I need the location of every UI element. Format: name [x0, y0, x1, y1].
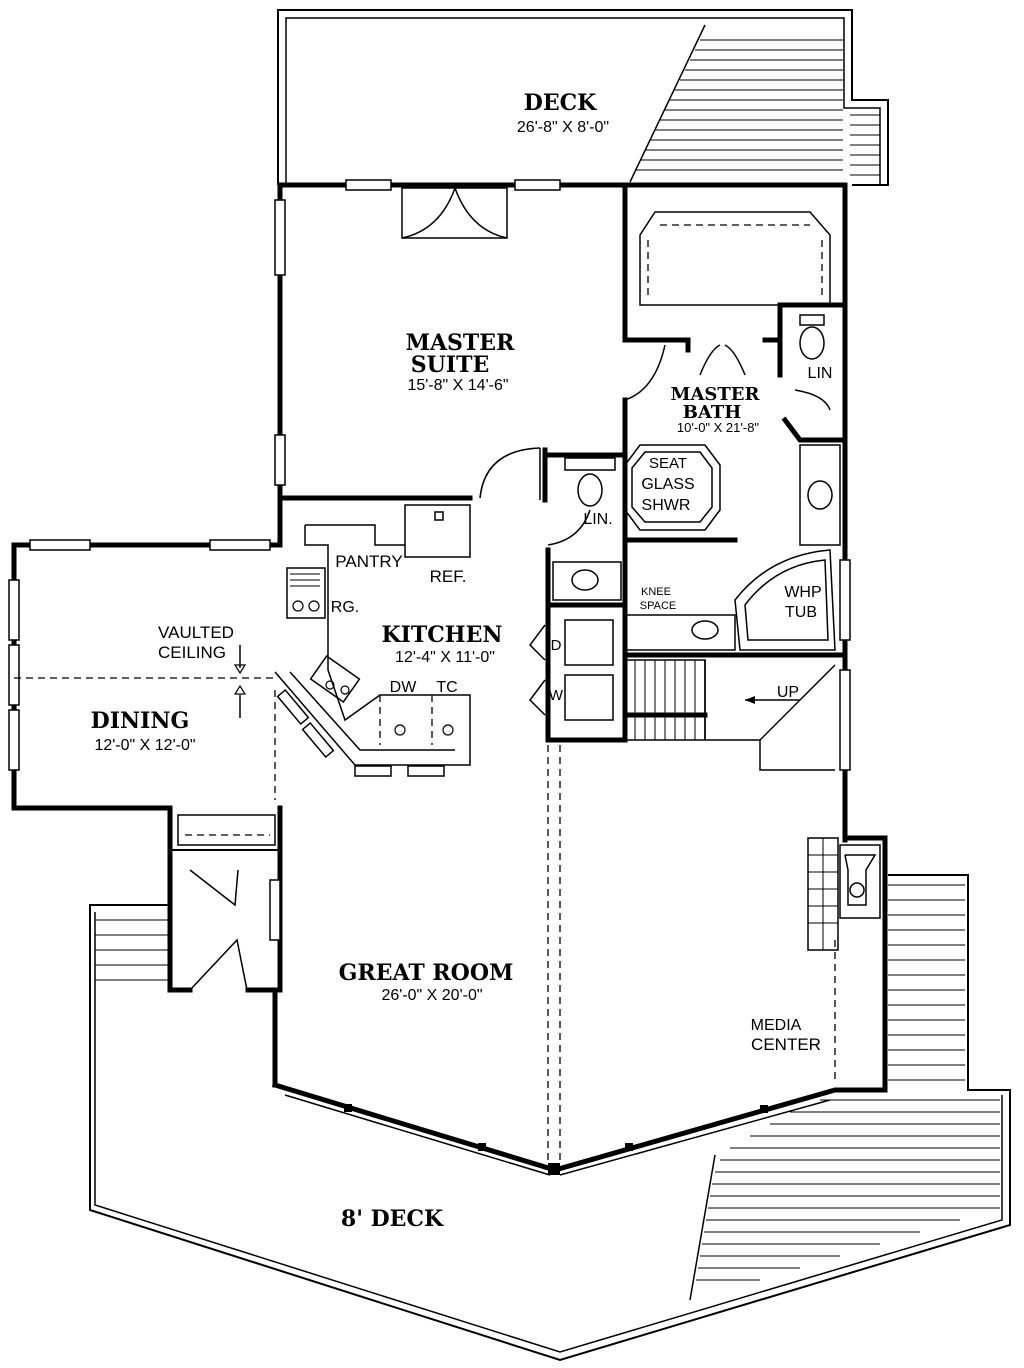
tub-whp-label: WHP [784, 584, 821, 601]
bath-lin-label: LIN [808, 365, 833, 382]
space-label: SPACE [640, 600, 676, 612]
master-suite-title-2: SUITE [411, 352, 490, 378]
hall-lin-label: LIN. [583, 511, 612, 528]
front-glazing [284, 1094, 831, 1176]
master-bath-title-1: MASTER [671, 384, 761, 405]
shower-shwr-label: SHWR [642, 497, 691, 514]
deck-hatching [629, 24, 880, 183]
tc-label: TC [436, 679, 457, 696]
shower-seat-label: SEAT [649, 455, 687, 472]
hall-bath: LIN. D W [529, 447, 628, 743]
kitchen: PANTRY REF. RG. DW TC KITCHEN 12'-4" X 1… [274, 504, 503, 777]
great-room-dims: 26'-0" X 20'-0" [381, 987, 482, 1004]
master-bath-title-2: BATH [683, 402, 742, 423]
bottom-deck-title: 8' DECK [341, 1206, 444, 1232]
great-room-title: GREAT ROOM [339, 960, 514, 986]
kitchen-title: KITCHEN [382, 622, 503, 648]
stairs-up-label: UP [777, 684, 799, 701]
vaulted-label-1: VAULTED [158, 623, 234, 642]
dining-title: DINING [91, 708, 190, 734]
dryer-label: D [551, 637, 562, 654]
master-bath: LIN SEAT GLASS SHWR WHP TUB KNEE SPACE M… [622, 211, 848, 663]
deck-top-dims: 26'-8" X 8'-0" [517, 119, 609, 136]
master-suite: MASTER SUITE 15'-8" X 14'-6" [277, 182, 691, 501]
master-suite-title-1: MASTER [406, 330, 515, 356]
ref-label: REF. [430, 567, 467, 586]
pantry-label: PANTRY [335, 552, 402, 571]
tub-tub-label: TUB [785, 604, 817, 621]
top-deck: DECK 26'-8" X 8'-0" [277, 9, 889, 186]
knee-label: KNEE [641, 586, 671, 598]
vaulted-label-2: CEILING [158, 643, 226, 662]
windows [8, 179, 851, 941]
stairs: UP [622, 659, 836, 771]
bottom-deck: 8' DECK [89, 874, 1011, 1362]
washer-label: W [549, 687, 564, 704]
kitchen-dims: 12'-4" X 11'-0" [395, 649, 495, 666]
dining-dims: 12'-0" X 12'-0" [94, 737, 195, 754]
range-label: RG. [331, 599, 359, 616]
entry [170, 814, 280, 991]
master-bath-dims: 10'-0" X 21'-8" [677, 420, 760, 435]
deck-top-title: DECK [524, 90, 597, 116]
master-suite-dims: 15'-8" X 14'-6" [407, 377, 508, 394]
dining: VAULTED CEILING DINING 12'-0" X 12'-0" [14, 623, 276, 800]
media-center-label-1: MEDIA [751, 1017, 802, 1034]
media-center-label-2: CENTER [751, 1035, 821, 1054]
shower-glass-label: GLASS [641, 476, 694, 493]
dw-label: DW [390, 679, 418, 696]
great-room: MEDIA CENTER GREAT ROOM 26'-0" X 20'-0" [339, 745, 881, 1160]
